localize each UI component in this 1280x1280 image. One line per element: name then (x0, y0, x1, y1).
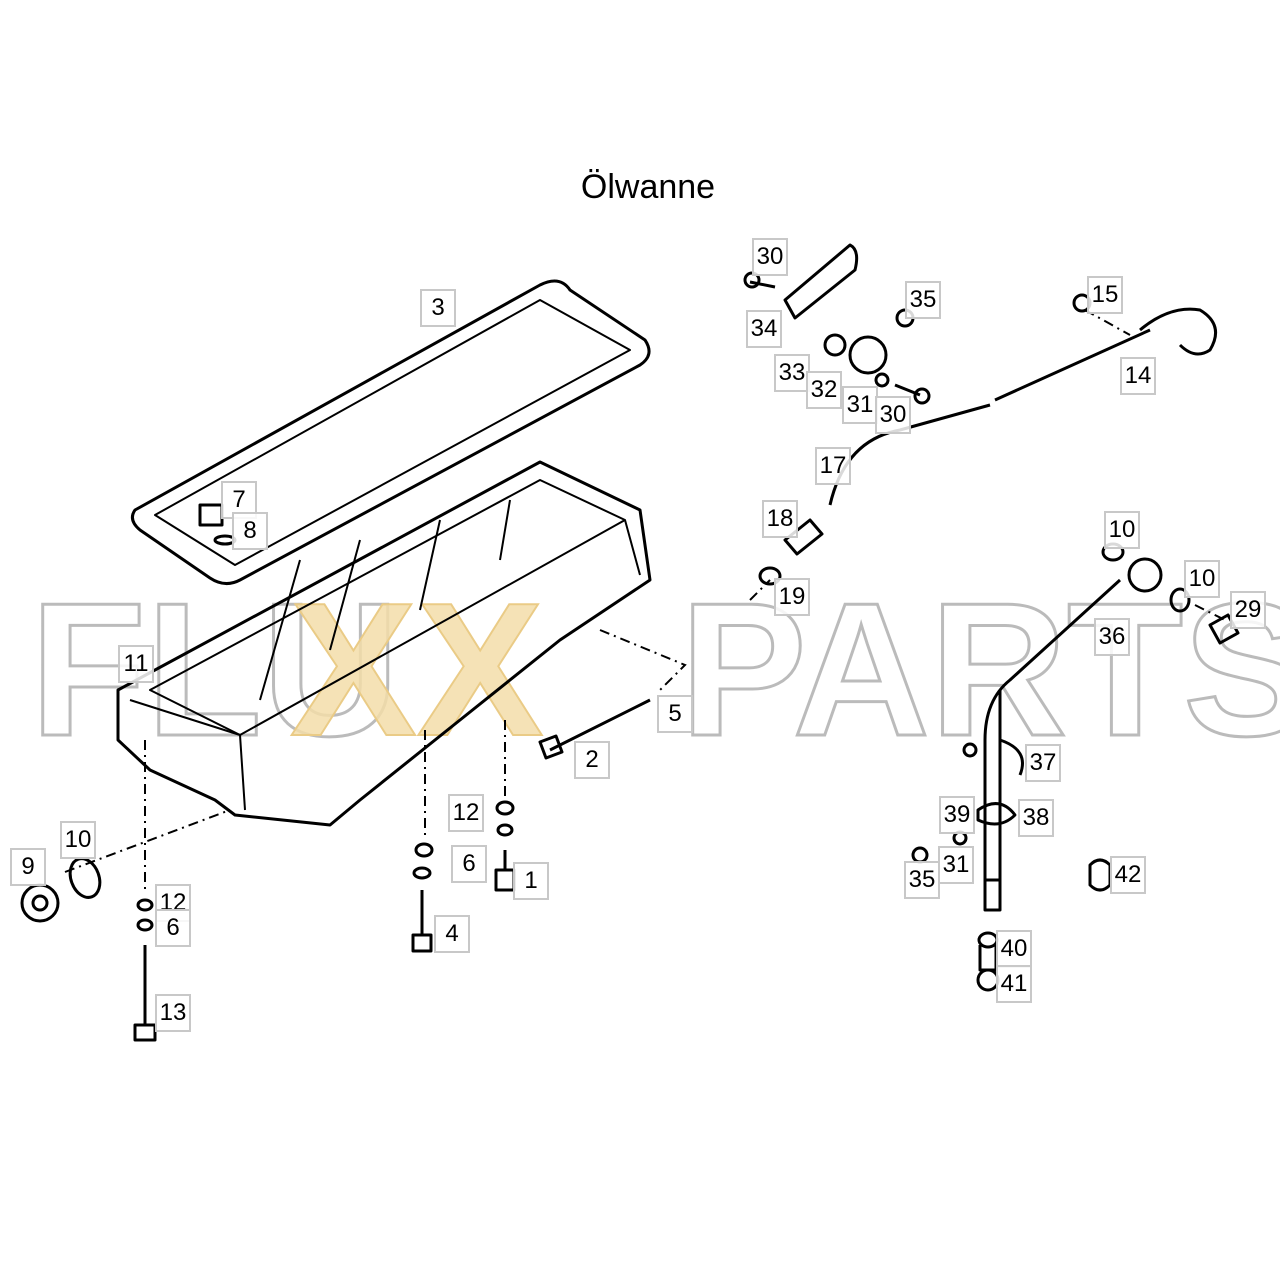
drain-plug (20, 883, 60, 923)
callout-37[interactable]: 37 (1025, 744, 1061, 782)
callout-13[interactable]: 13 (155, 994, 191, 1032)
seal-ring (68, 857, 102, 899)
bolt-4 (411, 890, 433, 953)
callout-36[interactable]: 36 (1094, 618, 1130, 656)
callout-30[interactable]: 30 (875, 396, 911, 434)
gasket-inner (154, 299, 631, 566)
callout-32[interactable]: 32 (806, 371, 842, 409)
callout-10[interactable]: 10 (1104, 511, 1140, 549)
callout-4[interactable]: 4 (434, 915, 470, 953)
watermark: FLU XX PARTS (29, 563, 1280, 778)
callout-12[interactable]: 12 (448, 794, 484, 832)
oil-pan (116, 460, 652, 827)
callout-33[interactable]: 33 (774, 354, 810, 392)
gasket (130, 279, 651, 585)
callout-5[interactable]: 5 (657, 695, 693, 733)
bolt-13 (133, 945, 157, 1042)
callout-3[interactable]: 3 (420, 289, 456, 327)
callout-30[interactable]: 30 (752, 238, 788, 276)
bolt-2 (538, 698, 651, 760)
callout-9[interactable]: 9 (10, 848, 46, 886)
page-title: Ölwanne (580, 168, 716, 206)
callout-1[interactable]: 1 (513, 862, 549, 900)
callout-2[interactable]: 2 (574, 741, 610, 779)
callout-39[interactable]: 39 (939, 796, 975, 834)
bracket-34 (783, 243, 859, 320)
suction-pipe (983, 578, 1122, 880)
callout-6[interactable]: 6 (451, 845, 487, 883)
callout-35[interactable]: 35 (904, 861, 940, 899)
adapter-18 (783, 518, 824, 556)
dipstick-handle (1139, 307, 1218, 356)
callout-29[interactable]: 29 (1230, 591, 1266, 629)
callout-19[interactable]: 19 (774, 578, 810, 616)
callout-40[interactable]: 40 (996, 930, 1032, 968)
callout-11[interactable]: 11 (118, 645, 154, 683)
callout-18[interactable]: 18 (762, 500, 798, 538)
bolt-1 (494, 850, 516, 892)
callout-41[interactable]: 41 (996, 965, 1032, 1003)
callout-8[interactable]: 8 (232, 512, 268, 550)
callout-15[interactable]: 15 (1087, 276, 1123, 314)
callout-31[interactable]: 31 (938, 846, 974, 884)
callout-10[interactable]: 10 (1184, 560, 1220, 598)
callout-35[interactable]: 35 (905, 281, 941, 319)
callout-6[interactable]: 6 (155, 909, 191, 947)
callout-31[interactable]: 31 (842, 386, 878, 424)
plug-7 (198, 503, 224, 527)
callout-17[interactable]: 17 (815, 447, 851, 485)
watermark-middle: XX (290, 564, 543, 776)
dipstick (994, 328, 1151, 402)
callout-42[interactable]: 42 (1110, 856, 1146, 894)
banjo-36 (1127, 557, 1163, 593)
callout-38[interactable]: 38 (1018, 799, 1054, 837)
callout-10[interactable]: 10 (60, 821, 96, 859)
callout-34[interactable]: 34 (746, 310, 782, 348)
watermark-left: FLU (30, 564, 399, 776)
callout-14[interactable]: 14 (1120, 357, 1156, 395)
